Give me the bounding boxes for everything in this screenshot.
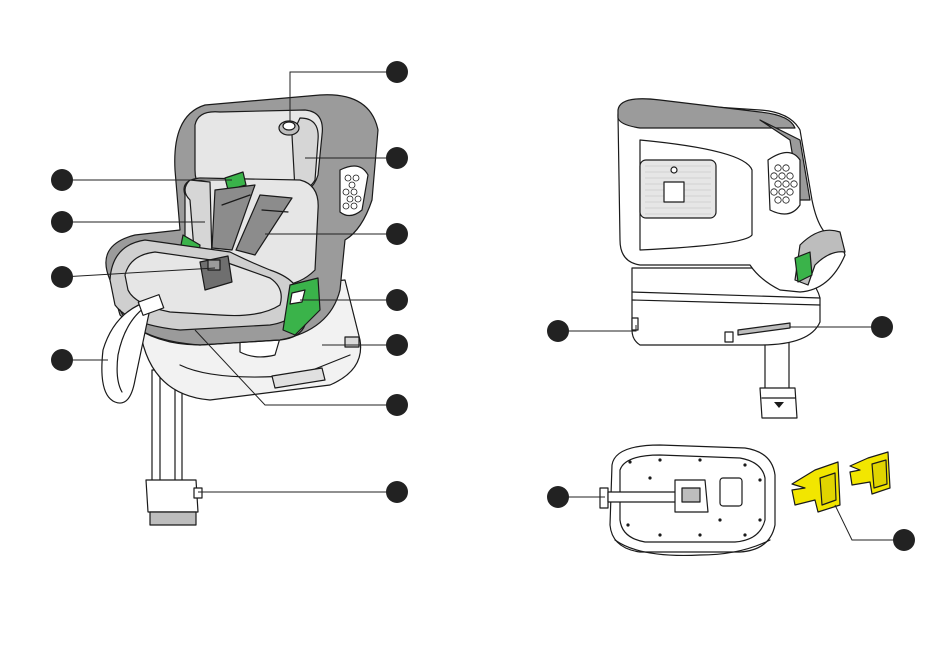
callout-marker	[386, 334, 408, 356]
callout-marker	[547, 320, 569, 342]
callout-marker	[386, 147, 408, 169]
callout-marker	[386, 289, 408, 311]
callout-marker	[51, 211, 73, 233]
callout-marker	[547, 486, 569, 508]
callout-marker	[51, 266, 73, 288]
rear-seat-shell	[618, 99, 845, 292]
base-underside-view	[600, 445, 775, 555]
isofix-guides	[792, 452, 890, 512]
callout-marker	[51, 349, 73, 371]
callout-marker	[386, 481, 408, 503]
callout-marker	[893, 529, 915, 551]
callout-marker	[386, 223, 408, 245]
callout-marker	[386, 394, 408, 416]
callout-marker	[871, 316, 893, 338]
callout-marker	[386, 61, 408, 83]
callout-marker	[51, 169, 73, 191]
front-view-car-seat	[102, 95, 378, 525]
rear-view-car-seat	[618, 99, 845, 418]
